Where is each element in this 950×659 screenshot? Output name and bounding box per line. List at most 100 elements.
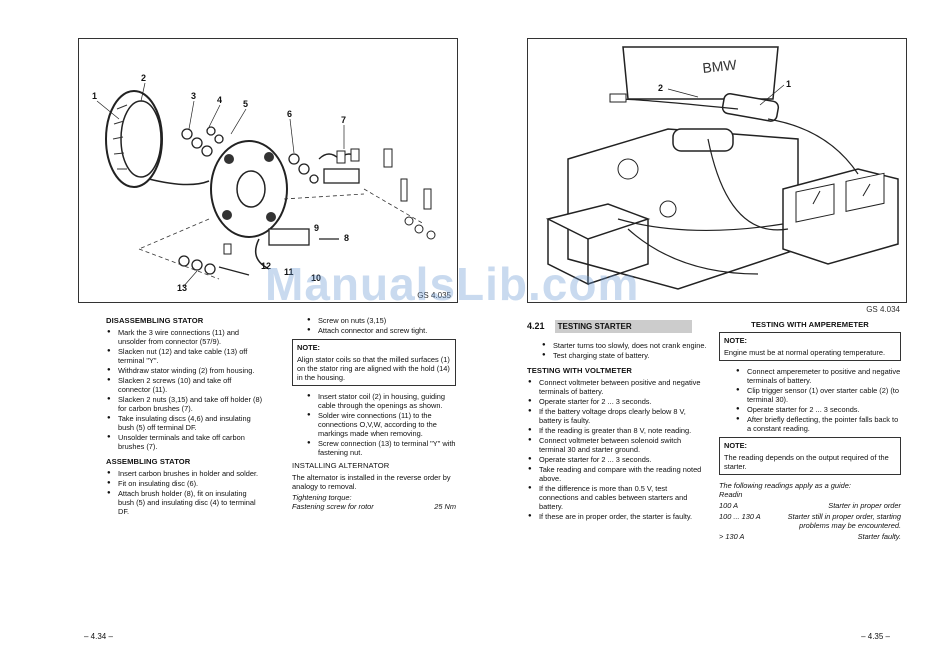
list-item: Fit on insulating disc (6). bbox=[107, 479, 264, 488]
section-header: 4.21 TESTING STARTER bbox=[527, 320, 707, 333]
figure-code: GS 4.034 bbox=[866, 305, 900, 314]
guide-text: The following readings apply as a guide: bbox=[719, 481, 851, 490]
list-item: Operate starter for 2 ... 3 seconds. bbox=[736, 405, 901, 414]
list-item: Connect voltmeter between positive and n… bbox=[528, 378, 707, 396]
assembling-heading: ASSEMBLING STATOR bbox=[106, 457, 191, 466]
list-item: Attach connector and screw tight. bbox=[307, 326, 456, 335]
note-text: Align stator coils so that the milled su… bbox=[297, 355, 450, 382]
note-box-output: NOTE: The reading depends on the output … bbox=[719, 437, 901, 475]
reading-row: 100 A Starter in proper order bbox=[719, 501, 901, 510]
intro-list: Starter turns too slowly, does not crank… bbox=[541, 341, 707, 360]
list-item: Screw connection (13) to terminal "Y" wi… bbox=[307, 439, 456, 457]
list-item: If the difference is more than 0.5 V, te… bbox=[528, 484, 707, 511]
left-page: 1 2 3 4 5 6 7 8 9 10 11 12 13 GS 4.035 bbox=[0, 0, 475, 659]
list-item: If the reading is greater than 8 V, note… bbox=[528, 426, 707, 435]
callout-12: 12 bbox=[261, 261, 271, 271]
callout-1: 1 bbox=[92, 91, 97, 101]
note-title: NOTE: bbox=[724, 441, 747, 450]
list-item: Insert stator coil (2) in housing, guidi… bbox=[307, 392, 456, 410]
callout-10: 10 bbox=[311, 273, 321, 283]
right-page: BMW bbox=[475, 0, 950, 659]
list-item: Attach brush holder (8), fit on insulati… bbox=[107, 489, 264, 516]
reading-row: 100 ... 130 A Starter still in proper or… bbox=[719, 512, 901, 530]
page-number-left: – 4.34 – bbox=[84, 632, 113, 641]
list-item: Slacken 2 screws (10) and take off conne… bbox=[107, 376, 264, 394]
callout-5: 5 bbox=[243, 99, 248, 109]
amperemeter-heading: TESTING WITH AMPEREMETER bbox=[751, 320, 869, 329]
callout-8: 8 bbox=[344, 233, 349, 243]
callout-7: 7 bbox=[341, 115, 346, 125]
figure-code: GS 4.035 bbox=[417, 291, 451, 300]
section-title: TESTING STARTER bbox=[554, 320, 692, 333]
reading-row: > 130 A Starter faulty. bbox=[719, 532, 901, 541]
reading-value: 100 ... 130 A bbox=[719, 512, 761, 521]
disassembling-list: Mark the 3 wire connections (11) and uns… bbox=[106, 328, 264, 451]
list-item: Screw on nuts (3,15) bbox=[307, 316, 456, 325]
reading-value: 100 A bbox=[719, 501, 739, 510]
callout-6: 6 bbox=[287, 109, 292, 119]
list-item: Insert carbon brushes in holder and sold… bbox=[107, 469, 264, 478]
list-item: If the battery voltage drops clearly bel… bbox=[528, 407, 707, 425]
screw-list: Screw on nuts (3,15) Attach connector an… bbox=[306, 316, 456, 335]
note-text: Engine must be at normal operating tempe… bbox=[724, 348, 886, 357]
list-item: If these are in proper order, the starte… bbox=[528, 512, 707, 521]
callout-2: 2 bbox=[141, 73, 146, 83]
starter-test-diagram: BMW bbox=[527, 38, 907, 314]
voltmeter-heading: TESTING WITH VOLTMETER bbox=[527, 366, 632, 375]
note-title: NOTE: bbox=[724, 336, 747, 345]
list-item: Clip trigger sensor (1) over starter cab… bbox=[736, 386, 901, 404]
right-column-2: TESTING WITH AMPEREMETER NOTE: Engine mu… bbox=[719, 320, 901, 543]
torque-item: Fastening screw for rotor bbox=[292, 502, 374, 511]
torque-label: Tightening torque: bbox=[292, 493, 352, 502]
left-column-2: Screw on nuts (3,15) Attach connector an… bbox=[292, 316, 456, 511]
list-item: Withdraw stator winding (2) from housing… bbox=[107, 366, 264, 375]
stator-drawing: 1 2 3 4 5 6 7 8 9 10 11 12 13 bbox=[92, 73, 436, 293]
callout-13: 13 bbox=[177, 283, 187, 293]
assembling-list: Insert carbon brushes in holder and sold… bbox=[106, 469, 264, 516]
note-box: NOTE: Align stator coils so that the mil… bbox=[292, 339, 456, 386]
manualslib-watermark: ManualsLib.com bbox=[265, 258, 640, 310]
reading-desc: Starter in proper order bbox=[828, 501, 901, 510]
torque-row: Fastening screw for rotor 25 Nm bbox=[292, 502, 456, 511]
stator-exploded-diagram: 1 2 3 4 5 6 7 8 9 10 11 12 13 GS 4.035 bbox=[78, 38, 458, 303]
callout-3: 3 bbox=[191, 91, 196, 101]
section-number: 4.21 bbox=[527, 321, 545, 331]
list-item: Connect voltmeter between solenoid switc… bbox=[528, 436, 707, 454]
list-item: Solder wire connections (11) to the conn… bbox=[307, 411, 456, 438]
torque-value: 25 Nm bbox=[434, 502, 456, 511]
callout-4: 4 bbox=[217, 95, 222, 105]
list-item: Starter turns too slowly, does not crank… bbox=[542, 341, 707, 350]
list-item: Connect amperemeter to positive and nega… bbox=[736, 367, 901, 385]
insert-list: Insert stator coil (2) in housing, guidi… bbox=[306, 392, 456, 457]
reading-desc: Starter still in proper order, starting … bbox=[787, 512, 901, 530]
voltmeter-list: Connect voltmeter between positive and n… bbox=[527, 378, 707, 521]
right-column-1: 4.21 TESTING STARTER Starter turns too s… bbox=[527, 320, 707, 525]
reading-desc: Starter faulty. bbox=[857, 532, 901, 541]
note-title: NOTE: bbox=[297, 343, 320, 352]
page-number-right: – 4.35 – bbox=[861, 632, 890, 641]
installing-heading: INSTALLING ALTERNATOR bbox=[292, 461, 390, 470]
list-item: Mark the 3 wire connections (11) and uns… bbox=[107, 328, 264, 346]
amperemeter-list: Connect amperemeter to positive and nega… bbox=[735, 367, 901, 433]
note-text: The reading depends on the output requir… bbox=[724, 453, 889, 471]
list-item: Take reading and compare with the readin… bbox=[528, 465, 707, 483]
list-item: Slacken nut (12) and take cable (13) off… bbox=[107, 347, 264, 365]
starter-drawing: BMW bbox=[545, 46, 899, 290]
callout-2: 2 bbox=[658, 83, 663, 93]
list-item: After briefly deflecting, the pointer fa… bbox=[736, 415, 901, 433]
list-item: Operate starter for 2 ... 3 seconds. bbox=[528, 455, 707, 464]
list-item: Slacken 2 nuts (3,15) and take off holde… bbox=[107, 395, 264, 413]
disassembling-heading: DISASSEMBLING STATOR bbox=[106, 316, 204, 325]
list-item: Unsolder terminals and take off carbon b… bbox=[107, 433, 264, 451]
callout-11: 11 bbox=[284, 267, 294, 277]
readin-label: Readin bbox=[719, 490, 743, 499]
reading-value: > 130 A bbox=[719, 532, 745, 541]
installing-text: The alternator is installed in the rever… bbox=[292, 473, 451, 491]
list-item: Take insulating discs (4,6) and insulati… bbox=[107, 414, 264, 432]
left-column-1: DISASSEMBLING STATOR Mark the 3 wire con… bbox=[106, 316, 264, 520]
callout-1: 1 bbox=[786, 79, 791, 89]
svg-text:BMW: BMW bbox=[702, 56, 738, 76]
callout-9: 9 bbox=[314, 223, 319, 233]
note-box-temperature: NOTE: Engine must be at normal operating… bbox=[719, 332, 901, 361]
list-item: Operate starter for 2 ... 3 seconds. bbox=[528, 397, 707, 406]
